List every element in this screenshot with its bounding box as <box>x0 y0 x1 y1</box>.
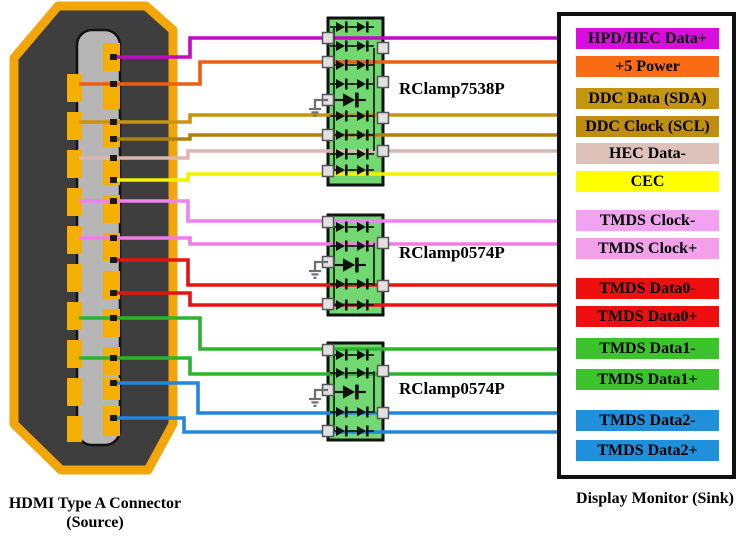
signal-label-hec-data-minus: HEC Data- <box>576 143 719 164</box>
chip-1-label: RClamp7538P <box>399 79 505 98</box>
signal-label-tmds-data1-minus: TMDS Data1- <box>576 338 719 359</box>
wire-tmds-clock-minus <box>79 199 557 223</box>
monitor-caption: Display Monitor (Sink) <box>576 490 734 507</box>
chip-2-label: RClamp0574P <box>399 243 505 262</box>
chip-3-label: RClamp0574P <box>399 379 505 398</box>
chip-3 <box>307 343 390 438</box>
wire-hpd-hec-data-plus <box>117 36 557 59</box>
chip-1 <box>307 20 390 178</box>
wire-5v-power <box>79 60 557 86</box>
signal-label-tmds-data2-minus: TMDS Data2- <box>576 410 719 431</box>
signal-label-tmds-data0-minus: TMDS Data0- <box>576 278 719 299</box>
wire-tmds-data2-plus <box>117 416 557 434</box>
signal-label-tmds-clock-minus: TMDS Clock- <box>576 210 719 231</box>
wire-hec-data-minus <box>79 149 557 160</box>
signal-label-tmds-data0-plus: TMDS Data0+ <box>576 306 719 327</box>
wire-cec <box>117 172 557 182</box>
wire-tmds-data0-minus <box>117 258 557 287</box>
wires <box>79 36 557 434</box>
signal-label-hpd-hec-data-plus: HPD/HEC Data+ <box>576 28 719 49</box>
connector-caption: HDMI Type A Connector (Source) <box>0 494 190 532</box>
display-monitor-box <box>557 12 736 479</box>
chip-2 <box>307 215 390 312</box>
signal-label-5v-power: +5 Power <box>576 56 719 77</box>
signal-label-tmds-data1-plus: TMDS Data1+ <box>576 369 719 390</box>
signal-label-tmds-clock-plus: TMDS Clock+ <box>576 238 719 259</box>
wire-tmds-data1-minus <box>79 316 557 351</box>
connector-caption-line1: HDMI Type A Connector <box>8 495 182 512</box>
signal-label-ddc-clock-scl: DDC Clock (SCL) <box>576 116 719 137</box>
solder-joints <box>110 54 117 421</box>
signal-label-ddc-data-sda: DDC Data (SDA) <box>576 88 719 109</box>
signal-label-tmds-data2-plus: TMDS Data2+ <box>576 440 719 461</box>
connector-caption-line2: (Source) <box>66 514 124 531</box>
signal-label-cec: CEC <box>576 171 719 192</box>
